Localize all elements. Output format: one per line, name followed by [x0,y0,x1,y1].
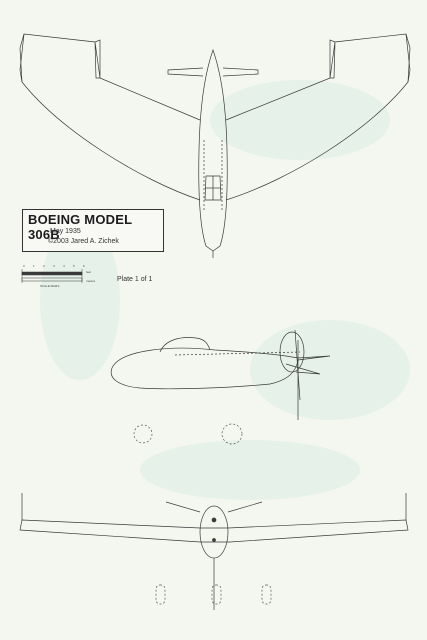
top-left-wing [19,33,201,201]
side-fuselage [110,347,331,390]
drawing-title: BOEING MODEL 306B [28,212,133,242]
top-cockpit [204,175,222,201]
front-view [19,493,409,610]
title-block: BOEING MODEL 306B May 1935 ©2003 Jared A… [22,209,164,252]
scale-tick-3: 3 [53,264,55,268]
top-tail [167,67,259,77]
drawing-copyright: ©2003 Jared A. Zichek [48,238,119,245]
top-right-wing [225,33,411,201]
drawing-date: May 1935 [50,228,81,235]
scale-tick-2: 2 [43,264,45,268]
gear-outlines [133,423,272,605]
scale-tick-6: 6 [83,264,85,268]
scale-unit-bottom: meters [86,279,96,283]
front-wing [19,519,409,543]
front-fuselage [199,505,229,559]
scale-unit-top: feet [86,270,92,274]
plate-label: Plate 1 of 1 [117,276,153,283]
scale-tick-4: 4 [63,264,65,268]
scale-tick-1: 1 [33,264,35,268]
scale-tick-5: 5 [73,264,75,268]
side-view [110,329,331,420]
scale-caption: SCALE MARS [40,284,60,288]
top-view [19,33,411,258]
top-fuselage [198,48,228,252]
front-tail [165,501,263,513]
bleed-through [40,80,410,500]
side-canopy [159,337,211,353]
scale-bar [21,269,83,283]
scale-tick-0: 0 [23,264,25,268]
